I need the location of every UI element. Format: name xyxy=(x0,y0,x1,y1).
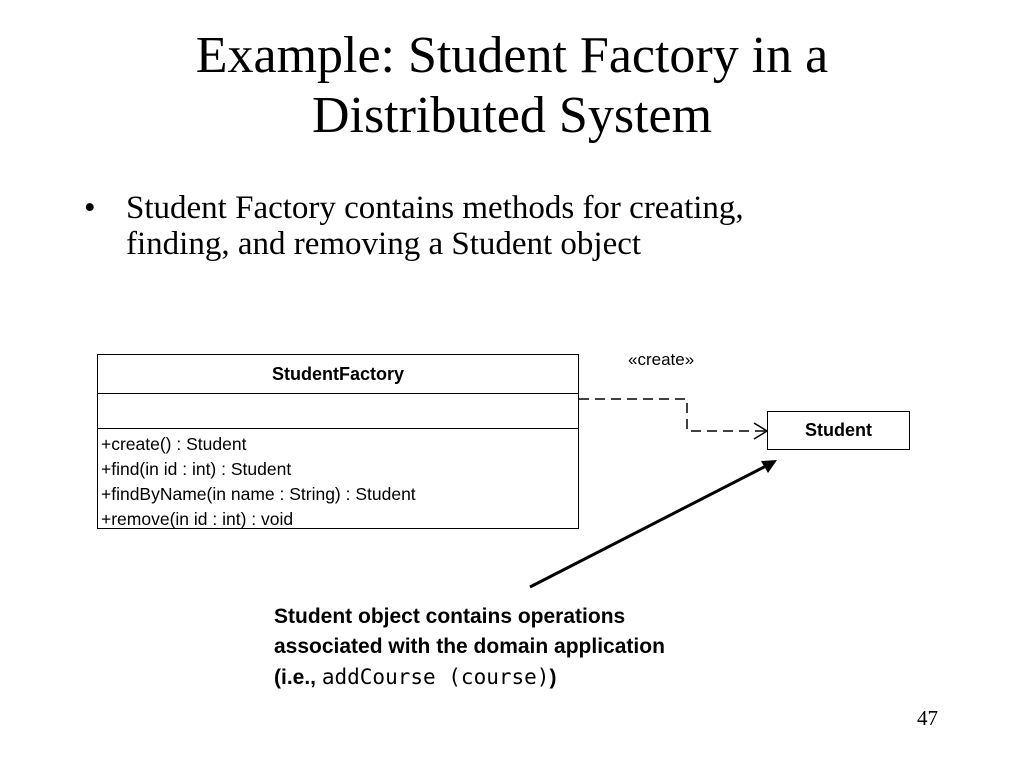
callout-code: addCourse (course) xyxy=(321,665,550,689)
operation-find-by-name: +findByName(in name : String) : Student xyxy=(101,484,416,504)
create-stereotype-label: «create» xyxy=(628,350,695,369)
bullet-text-line-2: finding, and removing a Student object xyxy=(126,226,642,262)
title-line-2: Distributed System xyxy=(311,87,713,144)
operation-create: +create() : Student xyxy=(101,434,247,454)
callout-pointer-line xyxy=(529,464,767,589)
bullet-text-line-1: Student Factory contains methods for cre… xyxy=(126,190,744,226)
callout-pointer-arrowhead xyxy=(761,460,777,473)
student-factory-class-name: StudentFactory xyxy=(98,355,578,394)
student-factory-attributes xyxy=(98,394,578,429)
student-class-name: Student xyxy=(805,420,872,440)
operation-find: +find(in id : int) : Student xyxy=(101,459,292,479)
title-line-1: Example: Student Factory in a xyxy=(195,27,829,84)
student-callout-note: Student object contains operations assoc… xyxy=(274,602,665,693)
student-class: Student xyxy=(767,411,910,450)
callout-line-3-suffix: ) xyxy=(549,666,557,689)
bullet-item: • Student Factory contains methods for c… xyxy=(84,190,944,262)
student-factory-operations: +create() : Student +find(in id : int) :… xyxy=(98,429,578,532)
callout-line-3: (i.e., addCourse (course)) xyxy=(274,662,665,693)
student-factory-class: StudentFactory +create() : Student +find… xyxy=(97,354,579,529)
page-number: 47 xyxy=(917,706,938,730)
operation-remove: +remove(in id : int) : void xyxy=(101,509,294,529)
slide-title: Example: Student Factory in a Distribute… xyxy=(60,26,964,146)
callout-line-3-prefix: (i.e., xyxy=(274,666,322,689)
callout-line-2: associated with the domain application xyxy=(274,635,665,658)
bullet-mark: • xyxy=(84,190,96,226)
create-dependency-line xyxy=(579,398,766,432)
callout-line-1: Student object contains operations xyxy=(274,605,626,628)
